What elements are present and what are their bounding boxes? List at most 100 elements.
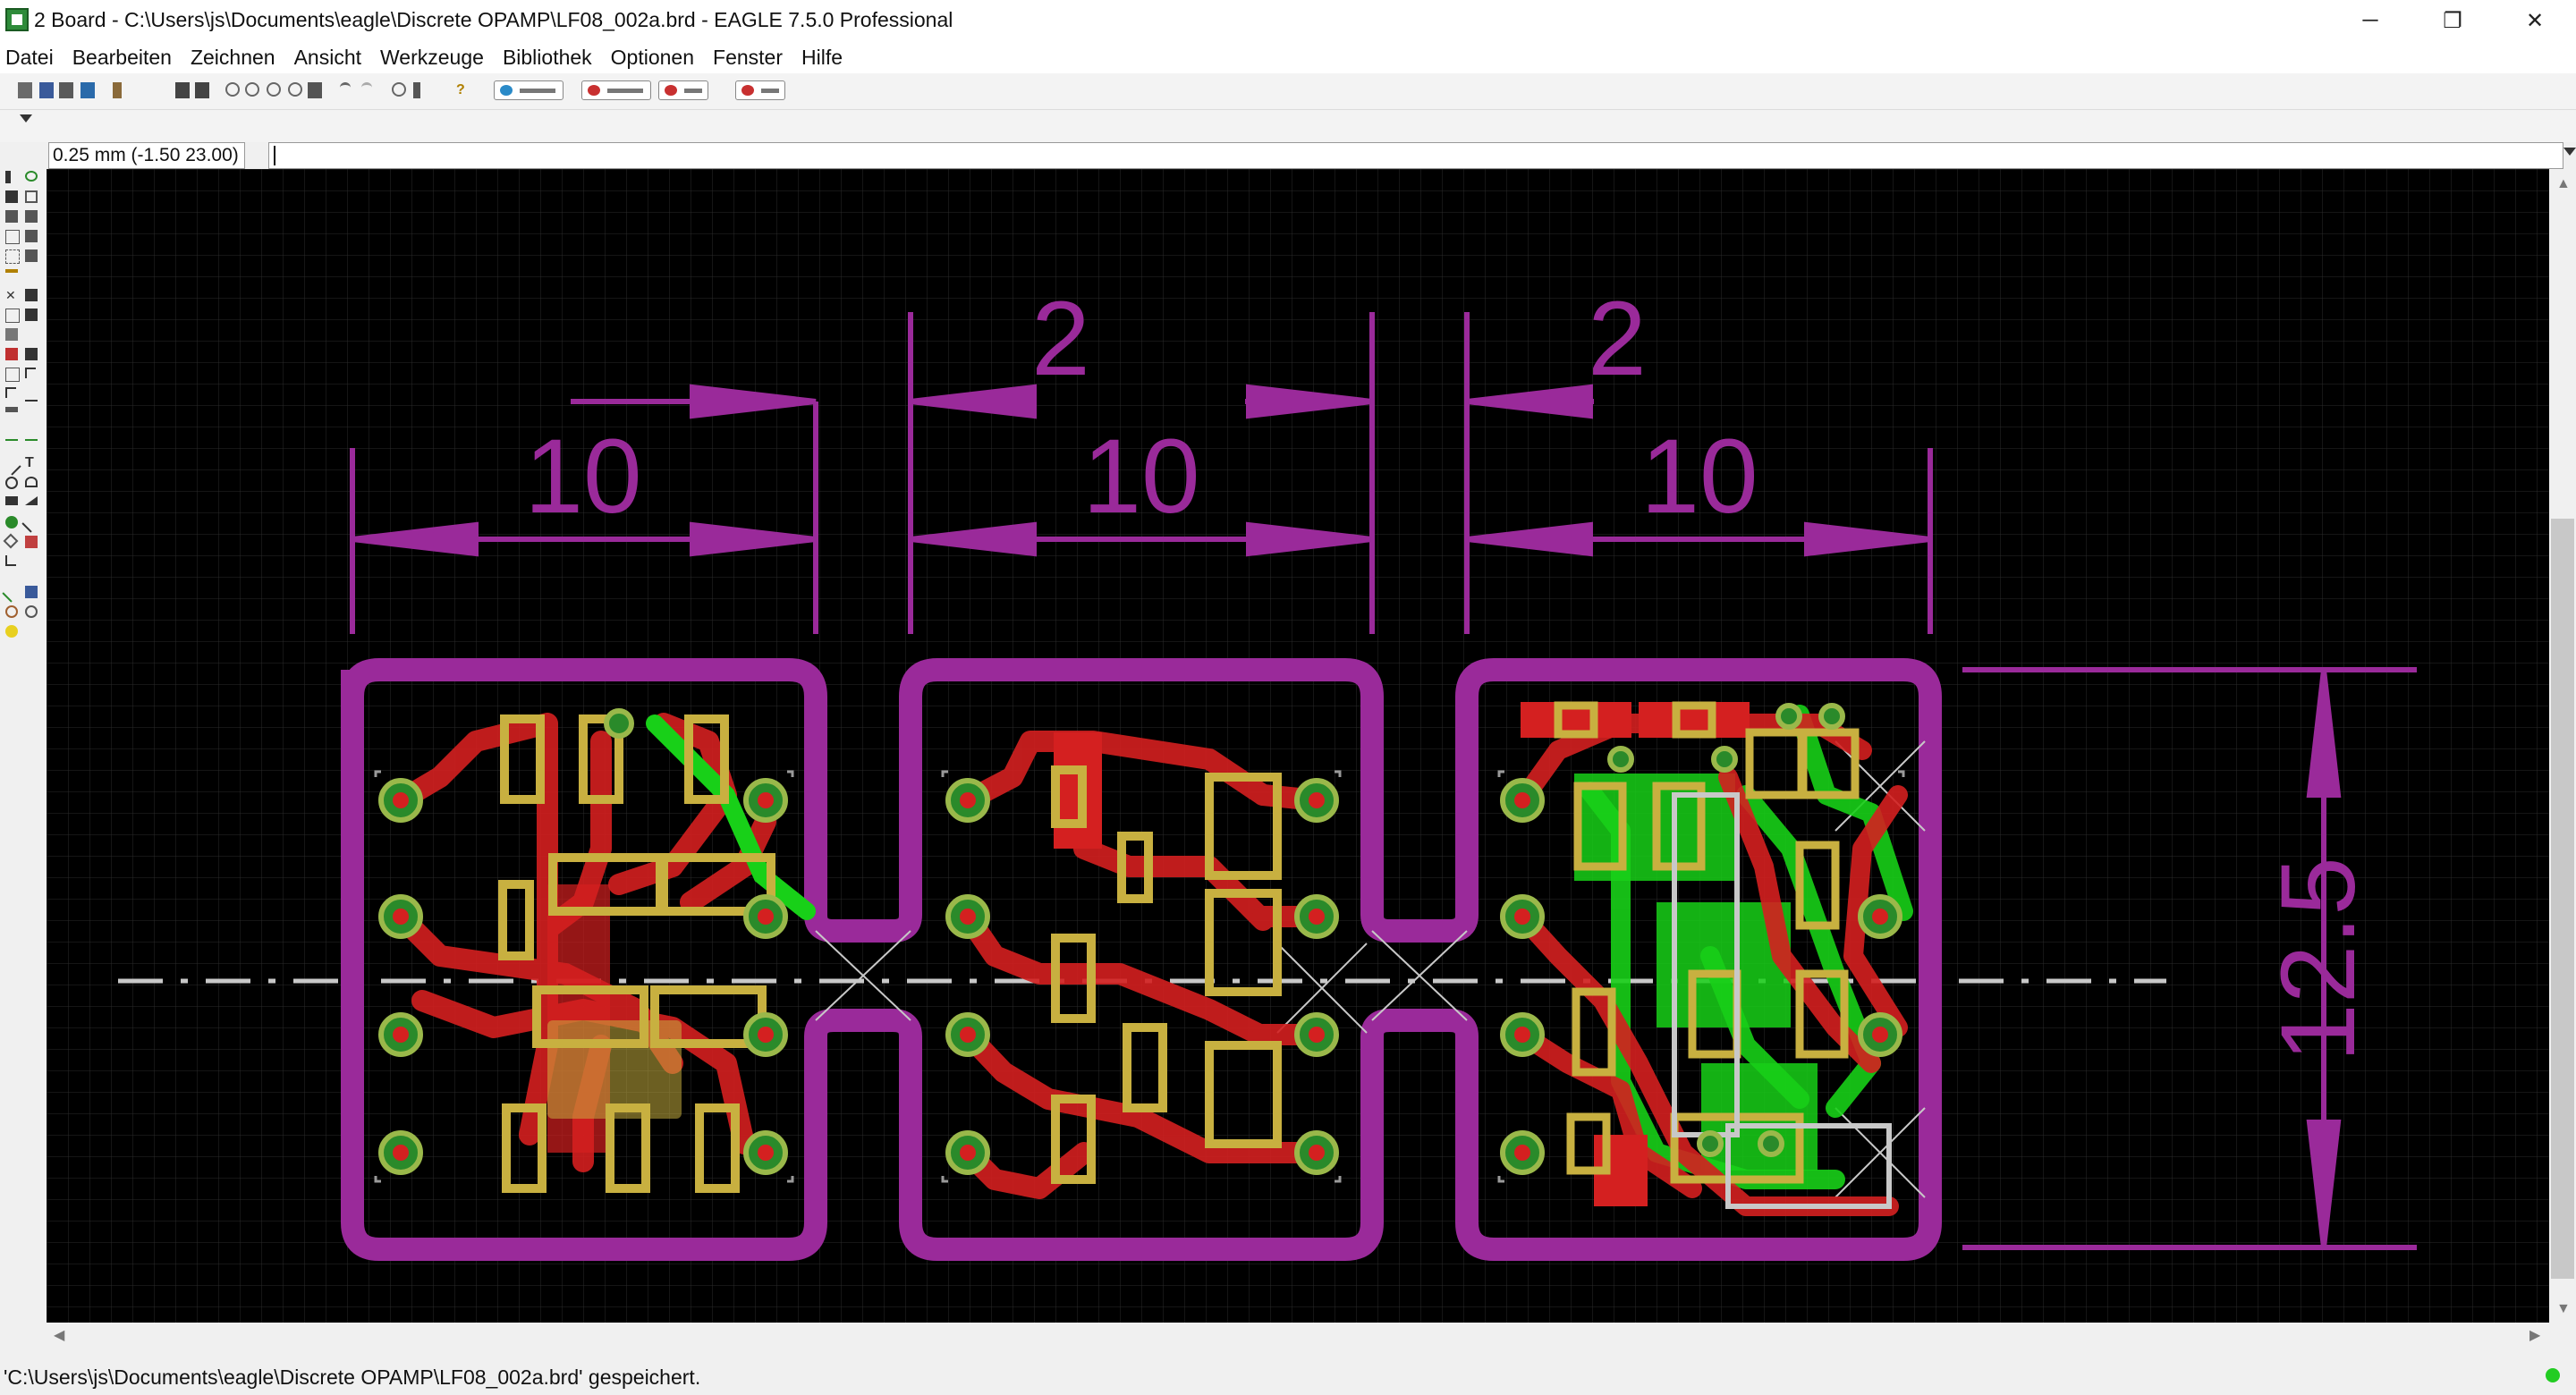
autorouter-icon[interactable] (25, 427, 38, 441)
command-line-input[interactable] (268, 142, 2563, 169)
command-history-dropdown-icon[interactable] (2563, 148, 2576, 156)
info-icon[interactable] (5, 171, 11, 183)
move-icon[interactable] (5, 210, 18, 223)
dimension-height: 12.5 (2259, 857, 2377, 1062)
dimension-width-2: 10 (1082, 418, 1199, 536)
print-icon[interactable] (59, 82, 73, 98)
menu-hilfe[interactable]: Hilfe (801, 45, 843, 69)
module-1 (378, 708, 816, 1193)
zoom-in-icon[interactable] (245, 82, 259, 97)
menu-ansicht[interactable]: Ansicht (293, 45, 362, 69)
scroll-left-icon[interactable]: ◀ (54, 1328, 65, 1343)
scroll-up-icon[interactable]: ▲ (2556, 176, 2571, 191)
menu-bibliothek[interactable]: Bibliothek (502, 45, 592, 69)
menu-fenster[interactable]: Fenster (713, 45, 784, 69)
save-icon[interactable] (39, 82, 54, 98)
menu-bar: Datei Bearbeiten Zeichnen Ansicht Werkze… (0, 41, 2576, 73)
delete-icon[interactable]: ✕ (5, 288, 16, 302)
smash-icon[interactable] (5, 328, 18, 341)
menu-zeichnen[interactable]: Zeichnen (190, 45, 275, 69)
menu-bearbeiten[interactable]: Bearbeiten (72, 45, 172, 69)
warning-icon[interactable] (5, 625, 18, 638)
vertical-scroll-thumb[interactable] (2551, 519, 2574, 1279)
scroll-right-icon[interactable]: ▶ (2529, 1328, 2541, 1343)
maximize-button[interactable]: ❐ (2443, 8, 2462, 33)
tool-palette: ✕ T (0, 169, 47, 1323)
stop-icon[interactable] (392, 82, 406, 97)
display-icon[interactable] (5, 190, 18, 203)
zoom-fit-icon[interactable] (225, 82, 240, 97)
rotate-icon[interactable] (25, 230, 38, 242)
horizontal-scrollbar[interactable]: ◀ ▶ (47, 1323, 2549, 1348)
pcb-quote-button[interactable] (658, 80, 708, 100)
dimension-lines (350, 312, 2417, 1250)
lock-icon[interactable] (25, 309, 38, 321)
attribute-icon[interactable] (3, 533, 19, 549)
rect-icon[interactable] (5, 496, 18, 505)
add-icon[interactable] (25, 289, 38, 301)
paste-icon[interactable] (5, 269, 18, 273)
design-link-button[interactable] (581, 80, 651, 100)
dimension-gap-2: 2 (1588, 280, 1647, 398)
group-icon[interactable] (5, 249, 20, 264)
optimize-icon[interactable] (5, 387, 16, 398)
errors-icon[interactable] (5, 605, 18, 618)
mark-icon[interactable] (25, 190, 38, 203)
via-icon[interactable] (5, 516, 18, 528)
undo-icon[interactable] (340, 82, 351, 92)
script-icon[interactable] (113, 82, 122, 98)
circle-icon[interactable] (5, 477, 18, 489)
zoom-tool-icon[interactable] (25, 605, 38, 618)
command-caret (274, 146, 275, 165)
polygon-icon[interactable] (25, 496, 38, 505)
pad-markers (374, 770, 1905, 1183)
route-icon[interactable] (25, 387, 38, 402)
redo-icon[interactable] (361, 82, 372, 92)
dimension-icon[interactable] (25, 536, 38, 548)
copy-icon[interactable] (25, 210, 38, 223)
erc-icon[interactable] (25, 586, 38, 598)
zoom-select-icon[interactable] (308, 82, 322, 98)
dimension-width-3: 10 (1640, 418, 1758, 536)
help-icon[interactable]: ? (456, 82, 465, 97)
split-icon[interactable] (5, 368, 20, 382)
ratsnest-icon[interactable] (5, 555, 16, 566)
name-icon[interactable] (5, 348, 18, 360)
replace-icon[interactable] (5, 309, 20, 323)
menu-optionen[interactable]: Optionen (610, 45, 695, 69)
idf-to-3d-button[interactable] (735, 80, 785, 100)
cam-icon[interactable] (80, 82, 95, 98)
coordinate-display: 0.25 mm (-1.50 23.00) (48, 142, 245, 169)
text-icon[interactable]: T (25, 455, 34, 470)
parameter-toolbar (0, 110, 2576, 142)
main-toolbar: ? (0, 73, 2576, 110)
miter-icon[interactable] (25, 368, 36, 378)
menu-datei[interactable]: Datei (5, 45, 54, 69)
mirror-icon[interactable] (5, 230, 20, 244)
status-bar (0, 1348, 2576, 1395)
change-icon[interactable] (25, 249, 38, 262)
menu-werkzeuge[interactable]: Werkzeuge (380, 45, 484, 69)
minimize-button[interactable]: ─ (2362, 8, 2378, 32)
go-icon[interactable] (413, 82, 420, 98)
value-icon[interactable] (25, 348, 38, 360)
toolbar-dropdown-icon[interactable] (20, 114, 32, 123)
open-icon[interactable] (18, 82, 32, 98)
window-title: 2 Board - C:\Users\js\Documents\eagle\Di… (34, 8, 953, 31)
drc-icon[interactable] (2, 583, 21, 603)
eagle-app-icon (5, 8, 29, 31)
arc-icon[interactable] (25, 477, 38, 487)
scroll-down-icon[interactable]: ▼ (2556, 1301, 2571, 1316)
show-icon[interactable] (25, 171, 38, 182)
hole-icon[interactable] (21, 513, 41, 533)
zoom-out-icon[interactable] (267, 82, 281, 97)
board-canvas[interactable]: 10 10 10 2 2 12.5 (47, 169, 2549, 1323)
zoom-redraw-icon[interactable] (288, 82, 302, 97)
signal-icon[interactable] (5, 427, 18, 441)
board-icon[interactable] (195, 82, 209, 98)
pcb-service-button[interactable] (494, 80, 564, 100)
wire-icon[interactable] (2, 456, 21, 476)
run-ulp-icon[interactable] (175, 82, 190, 98)
close-button[interactable]: ✕ (2525, 8, 2545, 33)
ripup-icon[interactable] (5, 407, 18, 412)
